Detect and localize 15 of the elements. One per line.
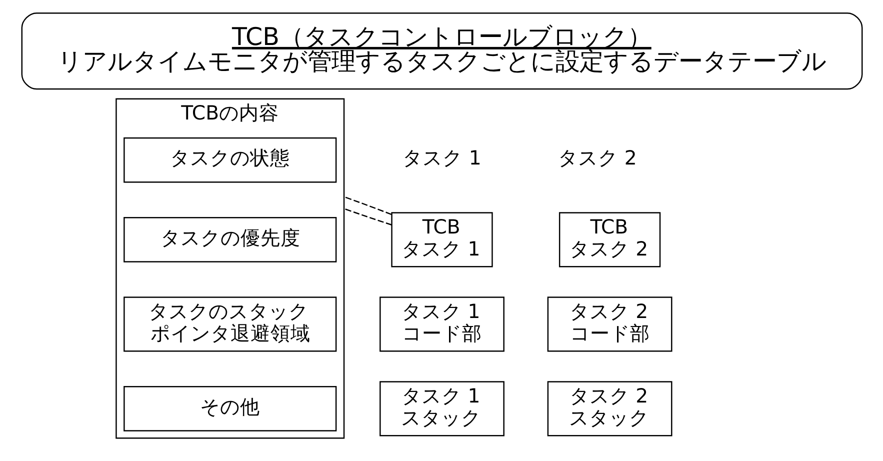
node-box: タスク 1 コード部 [379, 296, 504, 352]
node-box: TCB タスク 1 [390, 212, 492, 268]
node-box: タスク 1 スタック [379, 381, 504, 436]
node-box: タスクの状態 [123, 137, 336, 183]
label: タスク 2 [558, 146, 636, 170]
connector [343, 196, 392, 215]
node-box: その他 [123, 386, 336, 432]
label: タスク 1 [402, 146, 481, 170]
node-box: TCB（タスクコントロールブロック） リアルタイムモニタが管理するタスクごとに設定するデータテーブル [20, 12, 862, 90]
node-box: タスク 2 コード部 [546, 296, 672, 352]
node-box: タスクの優先度 [123, 217, 336, 262]
node-box: TCB タスク 2 [558, 212, 660, 268]
node-box: タスク 2 スタック [546, 381, 672, 436]
node-box: タスクのスタックポインタ退避領域 [123, 296, 336, 352]
connector [343, 208, 392, 226]
